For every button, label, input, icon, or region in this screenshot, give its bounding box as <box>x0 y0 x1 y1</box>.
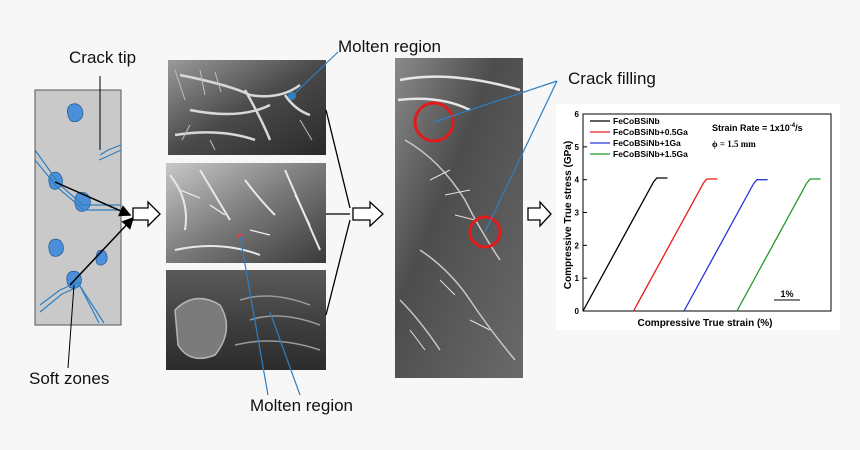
sem-image-middle <box>166 163 326 263</box>
y-axis-label: Compressive True stress (GPa) <box>563 141 574 289</box>
annotation-strain-rate: Strain Rate = 1x10-4/s <box>712 123 803 133</box>
crack-circle <box>413 101 455 143</box>
legend-label: FeCoBSiNb <box>613 116 660 126</box>
pointer-arrow <box>325 219 351 316</box>
legend-label: FeCoBSiNb+1Ga <box>613 138 681 148</box>
crack-line <box>39 281 100 324</box>
crack-line <box>34 159 121 211</box>
crack-line <box>39 285 105 324</box>
flow-arrow <box>352 200 384 228</box>
scale-bar-label: 1% <box>780 289 793 299</box>
callout-line <box>433 80 558 123</box>
series-line <box>736 178 821 312</box>
callout-line <box>291 51 339 97</box>
sem-image-molten-top <box>168 60 326 155</box>
soft-zones-leader <box>67 284 75 369</box>
legend-label: FeCoBSiNb+1.5Ga <box>613 149 688 159</box>
series-line <box>683 179 768 312</box>
soft-zone-blob <box>66 103 84 123</box>
crack-line <box>34 149 121 206</box>
soft-zone-blob <box>48 238 64 257</box>
pointer-arrow <box>325 109 351 209</box>
label-crack-tip: Crack tip <box>69 48 137 67</box>
label-molten-region-top: Molten region <box>338 37 442 56</box>
label-soft-zones: Soft zones <box>29 369 110 388</box>
y-tick-label: 1 <box>575 274 580 283</box>
sem-image-molten-bottom <box>166 270 326 370</box>
flow-arrow <box>527 200 552 228</box>
y-tick-label: 2 <box>575 241 580 250</box>
y-tick-label: 3 <box>575 209 580 218</box>
chart-background <box>556 104 840 330</box>
annotation-diameter: ϕ = 1.5 mm <box>712 139 756 149</box>
soft-zone-blob <box>48 171 63 190</box>
y-tick-label: 5 <box>575 143 580 152</box>
crack-circle <box>468 215 502 249</box>
series-line <box>632 178 718 312</box>
legend-label: FeCoBSiNb+0.5Ga <box>613 127 688 137</box>
series-line <box>582 177 668 312</box>
callout-line <box>269 311 301 396</box>
callout-line <box>239 235 269 396</box>
y-tick-label: 6 <box>575 110 580 119</box>
y-tick-label: 4 <box>575 176 580 185</box>
sem-image-crack-filling <box>395 58 523 378</box>
crack-line <box>98 149 122 161</box>
pointer-arrow <box>54 181 132 217</box>
soft-zone-blob <box>74 191 91 212</box>
pointer-arrow <box>69 216 135 286</box>
y-tick-label: 0 <box>575 307 580 316</box>
callout-line <box>484 80 558 233</box>
x-axis-label: Compressive True strain (%) <box>637 318 772 329</box>
crack-line <box>99 144 122 156</box>
flow-arrow <box>132 200 161 228</box>
label-molten-region-bottom: Molten region <box>250 396 354 415</box>
label-crack-filling: Crack filling <box>568 69 656 88</box>
